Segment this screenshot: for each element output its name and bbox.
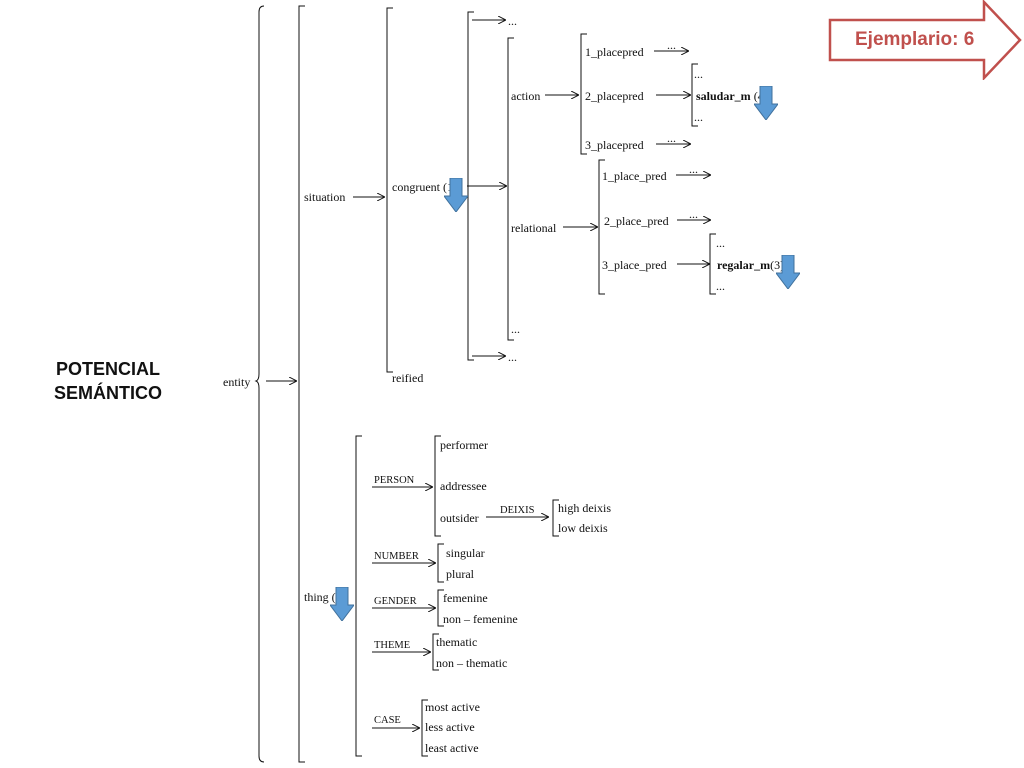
option-outsider: outsider — [440, 511, 479, 525]
deixis-system-bracket — [552, 499, 559, 537]
node-r2: 2_place_pred — [604, 214, 669, 228]
title-line-1: POTENCIAL — [55, 359, 160, 379]
option-non-thematic: non – thematic — [436, 656, 508, 670]
ellipsis-a3: ... — [667, 131, 676, 145]
system-theme-label: THEME — [374, 640, 411, 651]
situation-system-bracket — [386, 7, 393, 373]
node-a3: 3_placepred — [585, 138, 644, 152]
node-a1: 1_placepred — [585, 45, 644, 59]
option-less-active: less active — [425, 720, 475, 734]
option-plural: plural — [446, 567, 474, 581]
ellipsis-congruent-top: ... — [508, 14, 517, 28]
option-non-femenine: non – femenine — [443, 612, 518, 626]
node-regalar: regalar_m(3) — [717, 258, 784, 272]
entity-system-bracket — [298, 5, 305, 763]
ellipsis-r3-top: ... — [716, 236, 725, 250]
action-system-bracket — [580, 33, 587, 155]
node-action: action — [511, 89, 541, 103]
down-arrow-icon — [444, 178, 468, 212]
congruent-system-bracket — [467, 11, 474, 361]
option-addressee: addressee — [440, 479, 487, 493]
node-r1: 1_place_pred — [602, 169, 667, 183]
down-arrow-icon — [776, 255, 800, 289]
option-femenine: femenine — [443, 591, 488, 605]
ellipsis-congruent-bottom: ... — [508, 350, 517, 364]
option-low-deixis: low deixis — [558, 521, 608, 535]
option-singular: singular — [446, 546, 485, 560]
number-system-bracket — [437, 543, 444, 583]
option-most-active: most active — [425, 700, 480, 714]
gender-system-bracket — [437, 589, 444, 627]
node-congruent-label: congruent — [392, 180, 440, 194]
system-deixis-label: DEIXIS — [500, 505, 535, 516]
option-least-active: least active — [425, 741, 479, 755]
option-high-deixis: high deixis — [558, 501, 611, 515]
option-thematic: thematic — [436, 635, 478, 649]
node-a2: 2_placepred — [585, 89, 644, 103]
ellipsis-a2-bottom: ... — [694, 110, 703, 124]
thing-system-bracket — [355, 435, 362, 757]
person-system-bracket — [434, 435, 441, 537]
theme-system-bracket — [432, 633, 439, 671]
r3-system-bracket — [709, 233, 716, 295]
ellipsis-r1: ... — [689, 162, 698, 176]
node-regalar-label: regalar_m — [717, 258, 771, 272]
option-performer: performer — [440, 438, 488, 452]
ellipsis-r3-bottom: ... — [716, 279, 725, 293]
node-relational: relational — [511, 221, 557, 235]
system-gender-label: GENDER — [374, 596, 417, 607]
down-arrow-icon — [754, 86, 778, 120]
ellipsis-a2-top: ... — [694, 67, 703, 81]
title-line-2: SEMÁNTICO — [54, 383, 162, 403]
ejemplario-label: Ejemplario: 6 — [855, 29, 975, 50]
process-system-bracket — [507, 37, 514, 341]
relational-system-bracket — [598, 159, 605, 295]
system-person-label: PERSON — [374, 475, 415, 486]
ellipsis-r2: ... — [689, 207, 698, 221]
case-system-bracket — [421, 699, 428, 757]
system-number-label: NUMBER — [374, 551, 419, 562]
ellipsis-process-other: ... — [511, 322, 520, 336]
node-regalar-number: (3) — [770, 258, 785, 272]
node-situation: situation — [304, 190, 346, 204]
node-thing-label: thing — [304, 590, 329, 604]
down-arrow-icon — [330, 587, 354, 621]
ejemplario-banner-arrow — [828, 0, 1022, 80]
node-r3: 3_place_pred — [602, 258, 667, 272]
ellipsis-a1: ... — [667, 38, 676, 52]
a2-system-bracket — [691, 63, 698, 127]
potencial-semantico-title: POTENCIAL SEMÁNTICO — [40, 357, 176, 405]
node-saludar-label: saludar_m — [696, 89, 751, 103]
entity-brace — [254, 5, 265, 763]
node-entity: entity — [223, 375, 251, 389]
node-reified: reified — [392, 371, 424, 385]
system-case-label: CASE — [374, 715, 401, 726]
